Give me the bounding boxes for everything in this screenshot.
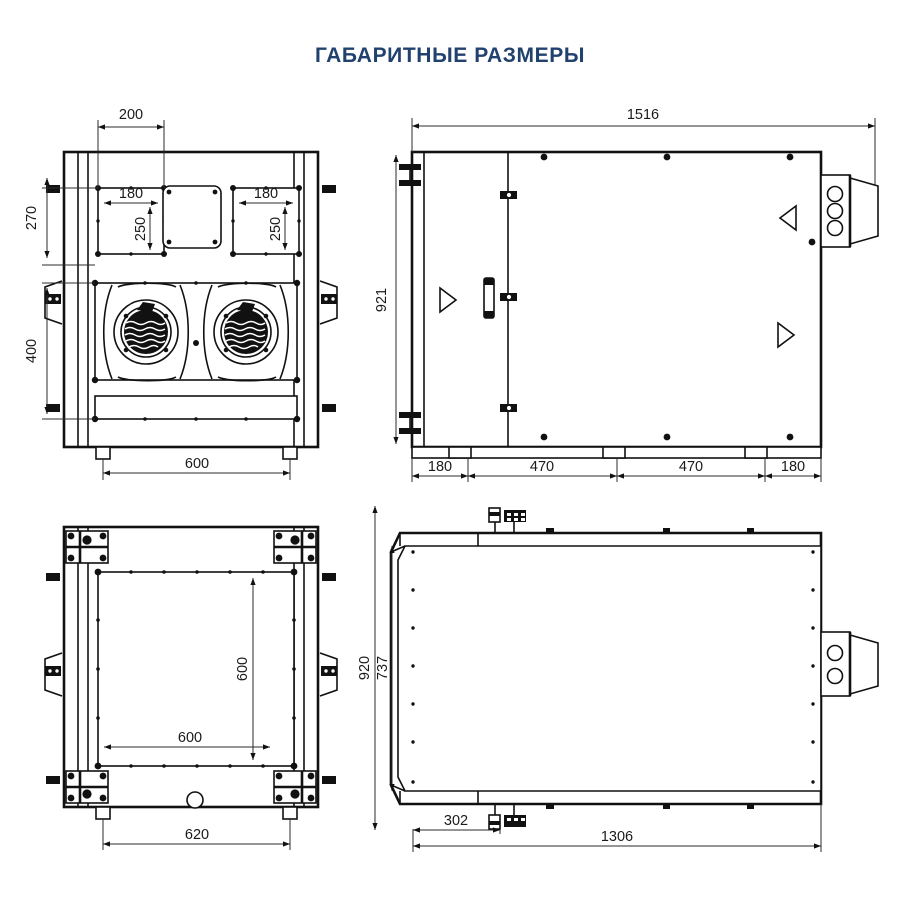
side-body-outline (410, 150, 823, 449)
front-view-top-left: 200 180 250 180 (24, 107, 338, 480)
dim-label-470-b: 470 (679, 459, 703, 475)
front-panel-right-fasteners (230, 185, 302, 257)
top-edge-hardware (488, 507, 554, 533)
front-center-panel (162, 185, 222, 249)
dim-label-600-horizontal: 600 (178, 730, 202, 746)
front-rail-latches (46, 185, 336, 412)
dim-920: 920 (357, 506, 378, 830)
side-door-latch-mid (500, 293, 517, 301)
dim-label-1306: 1306 (601, 829, 633, 845)
front-side-handle-left (44, 280, 63, 325)
corner-bracket-top-right (273, 530, 317, 564)
front-foot-left (95, 446, 111, 460)
bottom-edge-hardware (488, 804, 554, 830)
side-hinge-hardware (399, 164, 421, 434)
dim-chain-bottom: 180 470 470 180 (411, 458, 822, 482)
dim-label-180-a: 180 (428, 459, 452, 475)
dim-label-1516: 1516 (627, 107, 659, 123)
rear-foot-left (95, 806, 111, 820)
fan-assembly-left (113, 299, 179, 365)
fan-assembly-right (213, 299, 279, 365)
top-view-bottom-right: 920 737 302 (357, 506, 879, 852)
dim-302: 302 (412, 813, 501, 834)
connector-box-2-port (820, 631, 879, 697)
dim-921: 921 (374, 155, 399, 444)
page-title: ГАБАРИТНЫЕ РАЗМЕРЫ (314, 44, 586, 67)
rear-rail-latches (46, 573, 336, 784)
front-fan-shrouds (102, 282, 290, 382)
side-view-top-right: 1516 921 180 (374, 107, 879, 482)
flow-arrow-left (439, 286, 458, 314)
dim-label-920: 920 (357, 656, 373, 680)
rear-foot-right (282, 806, 298, 820)
dim-180-left: 180 (104, 186, 158, 206)
dim-737: 737 (375, 546, 395, 791)
flow-arrow-lower-right (777, 321, 796, 349)
front-bottom-plate (94, 395, 298, 420)
dim-label-302: 302 (444, 813, 468, 829)
dim-label-250-right: 250 (268, 217, 284, 241)
front-side-handle-right (319, 280, 338, 325)
drain-port-circle (186, 791, 204, 809)
dim-600-horizontal: 600 (104, 730, 270, 750)
side-top-fasteners (540, 153, 794, 161)
dim-label-270: 270 (24, 206, 40, 230)
dim-label-200: 200 (119, 107, 143, 123)
dim-label-921: 921 (374, 288, 390, 312)
rear-side-handle-left (44, 652, 63, 697)
dim-620: 620 (102, 819, 291, 850)
top-view-fasteners (411, 528, 815, 809)
dim-label-180-left: 180 (119, 186, 143, 202)
rear-side-handle-right (319, 652, 338, 697)
corner-bracket-bottom-left (65, 770, 109, 804)
side-door-latch-upper (500, 191, 517, 199)
front-access-panel-right (232, 187, 300, 255)
rear-view-bottom-left: 600 600 620 (44, 525, 338, 850)
side-bottom-fasteners (540, 433, 794, 441)
dim-label-600-front: 600 (185, 456, 209, 472)
rear-panel-fasteners (94, 568, 298, 770)
dim-600-vertical: 600 (235, 578, 256, 760)
dim-label-180-right: 180 (254, 186, 278, 202)
front-foot-right (282, 446, 298, 460)
side-fastener-right (808, 238, 816, 246)
dim-200: 200 (97, 107, 165, 188)
dim-600-front: 600 (102, 456, 291, 480)
dim-1306: 1306 (412, 804, 822, 852)
front-fan-compartment-fasteners (91, 279, 301, 384)
dim-1516: 1516 (411, 107, 876, 186)
corner-bracket-bottom-right (273, 770, 317, 804)
dim-label-180-b: 180 (781, 459, 805, 475)
front-center-panel-corners (166, 189, 218, 245)
dim-label-400: 400 (24, 339, 40, 363)
dim-250-right: 250 (268, 207, 288, 250)
dim-label-620: 620 (185, 827, 209, 843)
dim-400: 400 (24, 282, 95, 420)
corner-bracket-top-left (65, 530, 109, 564)
dim-270: 270 (24, 178, 98, 266)
dim-label-600-vertical: 600 (235, 657, 251, 681)
top-inner-panel (397, 545, 822, 792)
dim-180-right: 180 (239, 186, 293, 206)
dim-label-250-left: 250 (133, 217, 149, 241)
dim-250-left: 250 (133, 207, 153, 250)
connector-box-3-port (820, 174, 879, 248)
side-door-handle (483, 277, 495, 319)
flow-arrow-upper-right (778, 204, 797, 232)
front-access-panel-left (97, 187, 165, 255)
side-foot-pads (448, 446, 768, 459)
side-door-latch-lower (500, 404, 517, 412)
dim-label-737: 737 (375, 656, 391, 680)
dim-label-470-a: 470 (530, 459, 554, 475)
